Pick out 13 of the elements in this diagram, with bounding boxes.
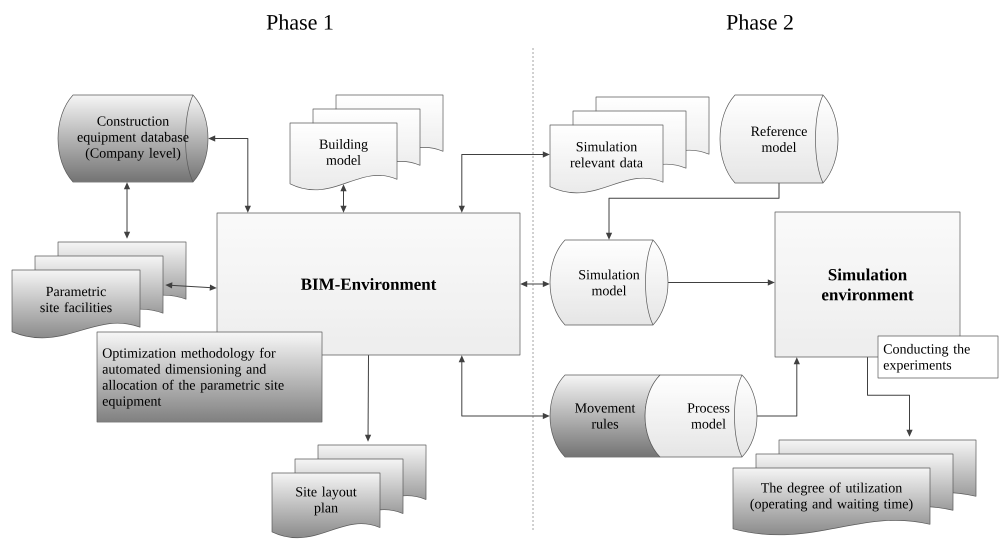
- document-stack: Simulation relevant data: [550, 96, 710, 194]
- database-cylinder: Simulation model: [550, 240, 668, 326]
- phase-title: Phase 1: [266, 14, 333, 30]
- document-stack: Building model: [290, 94, 444, 190]
- method-box: Optimization methodology for automated dimensioning and allocation of the parametric site equipment: [96, 332, 322, 422]
- database-cylinder: Construction equipment database (Company level): [58, 94, 208, 182]
- database-cylinder: Reference model: [720, 94, 838, 184]
- database-cylinder-part: Process model: [644, 374, 758, 458]
- document-stack: The degree of utilization (operating and waiting time): [732, 440, 976, 535]
- note-box: Conducting the experiments: [878, 336, 998, 378]
- document-stack: Site layout plan: [272, 444, 426, 538]
- database-cylinder-part: Movement rules: [550, 374, 660, 458]
- phase-title: Phase 2: [726, 14, 793, 30]
